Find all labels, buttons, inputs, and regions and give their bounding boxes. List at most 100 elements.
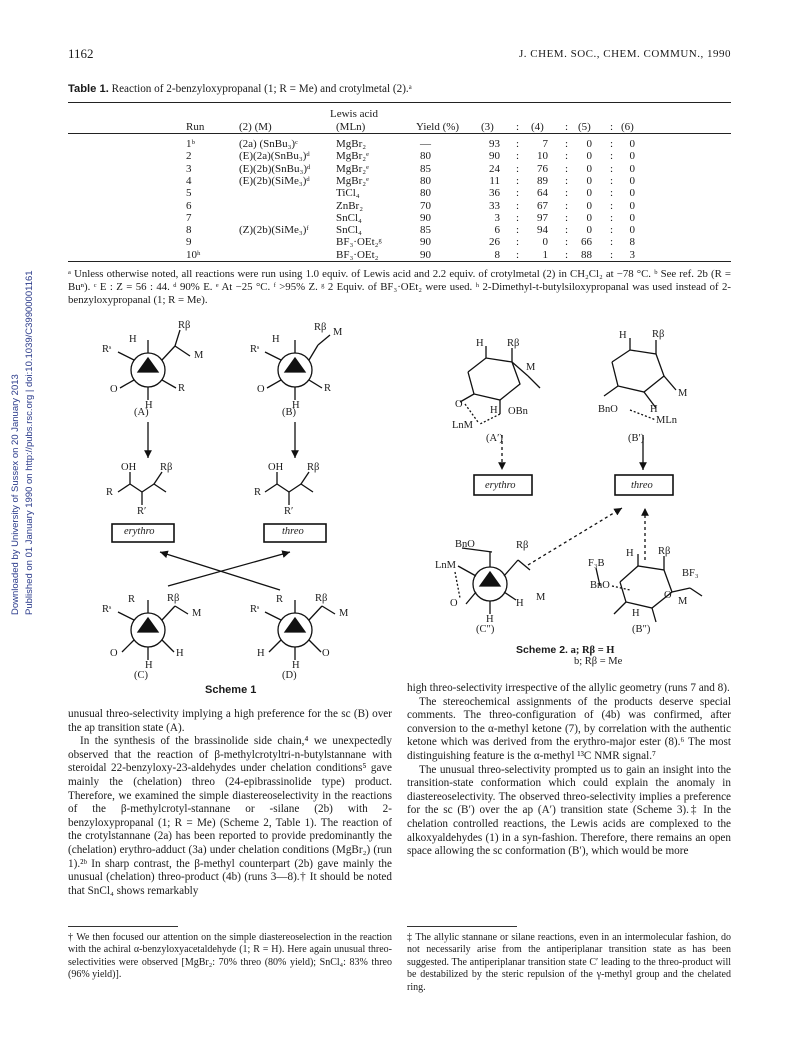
left-footnote: † We then focused our attention on the s… (68, 932, 392, 982)
label-threo: threo (282, 526, 304, 537)
table-cell-v6: 0 (629, 199, 636, 212)
label-erythro: erythro (124, 526, 155, 537)
scheme-2-def-b: b; Rβ = Me (574, 656, 623, 667)
table-cell-v5: 0 (586, 211, 593, 224)
label-oh: OH (268, 462, 284, 473)
paragraph: The unusual threo-selectivity prompted u… (407, 763, 731, 858)
table-cell-v6: 0 (629, 150, 636, 163)
label-r: R (254, 487, 262, 498)
table-cell-v3: 93 (489, 138, 500, 150)
table-colon: : (516, 138, 520, 150)
table-cell-run: 5 (186, 187, 192, 200)
label-r: R (178, 383, 186, 394)
label-h: H (632, 608, 640, 619)
label-o: O (450, 598, 458, 609)
header-yield: Yield (%) (416, 121, 460, 133)
table-cell-run: 8 (186, 224, 192, 237)
label-rs: Rˢ (250, 344, 260, 355)
table-cell-yield: — (420, 138, 431, 150)
label-r: R (324, 383, 332, 394)
label-m: M (194, 350, 204, 361)
table-cell-reagent: (2a) (SnBu₃)ᶜ (239, 138, 298, 150)
header-run: Run (186, 121, 205, 133)
table-cell-run: 4 (186, 174, 192, 187)
table-colon: : (516, 199, 520, 212)
table-caption-text: Reaction of 2-benzyloxypropanal (1; R = … (111, 83, 412, 95)
paragraph: high threo-selectivity irrespective of t… (407, 682, 730, 694)
table-colon: : (610, 174, 614, 187)
label-o: O (322, 648, 330, 659)
table-cell-v4: 94 (537, 224, 548, 237)
label-rs: Rˢ (250, 604, 260, 615)
table-cell-yield: 85 (420, 224, 431, 237)
table-cell-v3: 90 (489, 150, 500, 163)
table-cell-lewis: MgBr₂ (336, 138, 367, 150)
table-cell-v5: 88 (581, 248, 592, 261)
label-o: O (257, 384, 265, 395)
table-cell-v3: 24 (489, 162, 500, 175)
table-cell-lewis: SnCl₄ (336, 211, 362, 224)
paragraph: The stereochemical assignments of the pr… (407, 695, 731, 762)
table-caption-label: Table 1. (68, 83, 109, 95)
header-p3: (3) (481, 121, 494, 133)
table-cell-reagent: (Z)(2b)(SiMe₃)ᶠ (239, 224, 309, 237)
label-obn: OBn (508, 406, 528, 417)
label-h: H (626, 548, 634, 559)
table-cell-lewis: BF₃·OEt₂ (336, 248, 379, 261)
label-conf-a-prime: (A′) (486, 433, 503, 444)
label-m: M (339, 608, 349, 619)
label-h: H (176, 648, 184, 659)
label-rprime: R′ (284, 506, 294, 517)
erythro-product (117, 471, 167, 505)
table-colon: : (565, 248, 569, 261)
table-colon: : (610, 187, 614, 200)
newman-projection-d (264, 600, 336, 660)
table-footnotes: ᵃ Unless otherwise noted, all reactions … (68, 268, 731, 306)
table-cell-v6: 0 (629, 174, 636, 187)
header-colon: : (565, 121, 569, 133)
label-threo: threo (631, 480, 653, 491)
table-colon: : (610, 162, 614, 175)
table-cell-v5: 0 (586, 138, 593, 150)
table-caption: Table 1. Reaction of 2-benzyloxypropanal… (68, 83, 412, 95)
table-cell-v4: 0 (542, 236, 549, 249)
table-cell-v3: 26 (489, 236, 500, 249)
table-cell-v6: 0 (629, 162, 636, 175)
table-cell-reagent: (E)(2a)(SnBu₃)ᵈ (239, 150, 310, 163)
table-cell-v4: 1 (542, 248, 549, 261)
label-mln: MLn (656, 415, 677, 426)
table-colon: : (565, 236, 569, 249)
table-colon: : (516, 211, 520, 224)
label-h: H (292, 400, 300, 411)
label-rb: Rβ (178, 320, 191, 331)
label-lnm: LnM (435, 560, 456, 571)
table-colon: : (565, 187, 569, 200)
label-h: H (129, 334, 137, 345)
label-o: O (110, 648, 118, 659)
label-f3b: F₃B (588, 558, 605, 569)
transition-state-c-double-prime (454, 547, 531, 614)
table-cell-lewis: TiCl₄ (336, 187, 360, 200)
scheme-2-title: Scheme 2. (516, 644, 568, 656)
table-cell-yield: 70 (420, 199, 431, 212)
label-h: H (257, 648, 265, 659)
table-cell-v3: 11 (489, 174, 500, 187)
table-colon: : (565, 174, 569, 187)
right-column: high threo-selectivity irrespective of t… (407, 682, 731, 859)
table-cell-reagent: (E)(2b)(SiMe₃)ᵈ (239, 174, 310, 187)
label-r: R (276, 594, 284, 605)
table-colon: : (565, 199, 569, 212)
table-colon: : (516, 162, 520, 175)
footnote-rule (407, 926, 517, 927)
label-o: O (455, 399, 463, 410)
table-cell-run: 3 (186, 162, 192, 175)
label-h: H (292, 660, 300, 671)
table-cell-yield: 90 (420, 236, 431, 249)
table-cell-v6: 0 (629, 187, 636, 200)
label-h: H (145, 660, 153, 671)
table-cell-yield: 85 (420, 162, 431, 175)
table-colon: : (610, 211, 614, 224)
label-h: H (272, 334, 280, 345)
table-cell-lewis: SnCl₄ (336, 224, 362, 237)
